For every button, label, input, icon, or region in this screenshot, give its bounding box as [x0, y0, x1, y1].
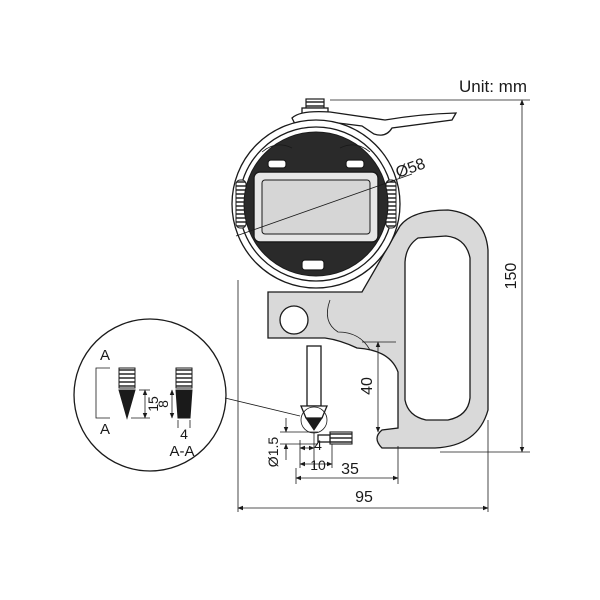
detail-section-label: A-A: [169, 443, 194, 460]
detail-tip-front-width-label: 4: [180, 426, 188, 442]
dial-button-bottom[interactable]: [301, 259, 325, 271]
contact-tip-holder: [300, 405, 328, 419]
dial-diameter-label: Ø58: [394, 155, 428, 181]
mounting-screw: [279, 305, 309, 335]
detail-tip-side-knurl: [118, 367, 136, 389]
lcd-screen: [261, 179, 371, 235]
detail-tip-side-width-label: 8: [155, 400, 171, 408]
anvil-diameter-label: Ø1.5: [265, 437, 281, 468]
detail-leader: [224, 397, 301, 417]
reach-label: 35: [341, 461, 359, 478]
section-marker-bottom: A: [100, 421, 110, 438]
dial-button-left[interactable]: [267, 159, 287, 169]
overall-width-label: 95: [355, 489, 373, 506]
contact-point: [305, 417, 323, 431]
overall-height-label: 150: [503, 263, 520, 290]
detail-tip-length-label: 15: [145, 396, 161, 412]
anvil-face: [317, 434, 331, 443]
detail-tip-front-knurl: [175, 367, 193, 389]
stem-cap-knurl: [305, 98, 325, 109]
unit-label: Unit: mm: [459, 77, 527, 96]
spindle: [306, 345, 322, 407]
button-guard-right: [339, 144, 371, 153]
detail-circle: [73, 318, 227, 472]
anvil: [329, 431, 353, 445]
section-bracket: [95, 367, 110, 419]
tip-offset-label: 4: [314, 437, 322, 453]
section-marker-top: A: [100, 347, 110, 364]
detail-tip-side: [118, 389, 136, 420]
button-guard-left: [261, 144, 293, 153]
tip-to-frame-label: 10: [310, 457, 326, 473]
detail-tip-front: [175, 389, 193, 419]
dial-button-right[interactable]: [345, 159, 365, 169]
dial-diameter-leader: [235, 173, 413, 237]
frame-cutout: [404, 235, 471, 421]
throat-depth-label: 40: [359, 377, 376, 395]
frame-neck-line: [326, 299, 371, 351]
